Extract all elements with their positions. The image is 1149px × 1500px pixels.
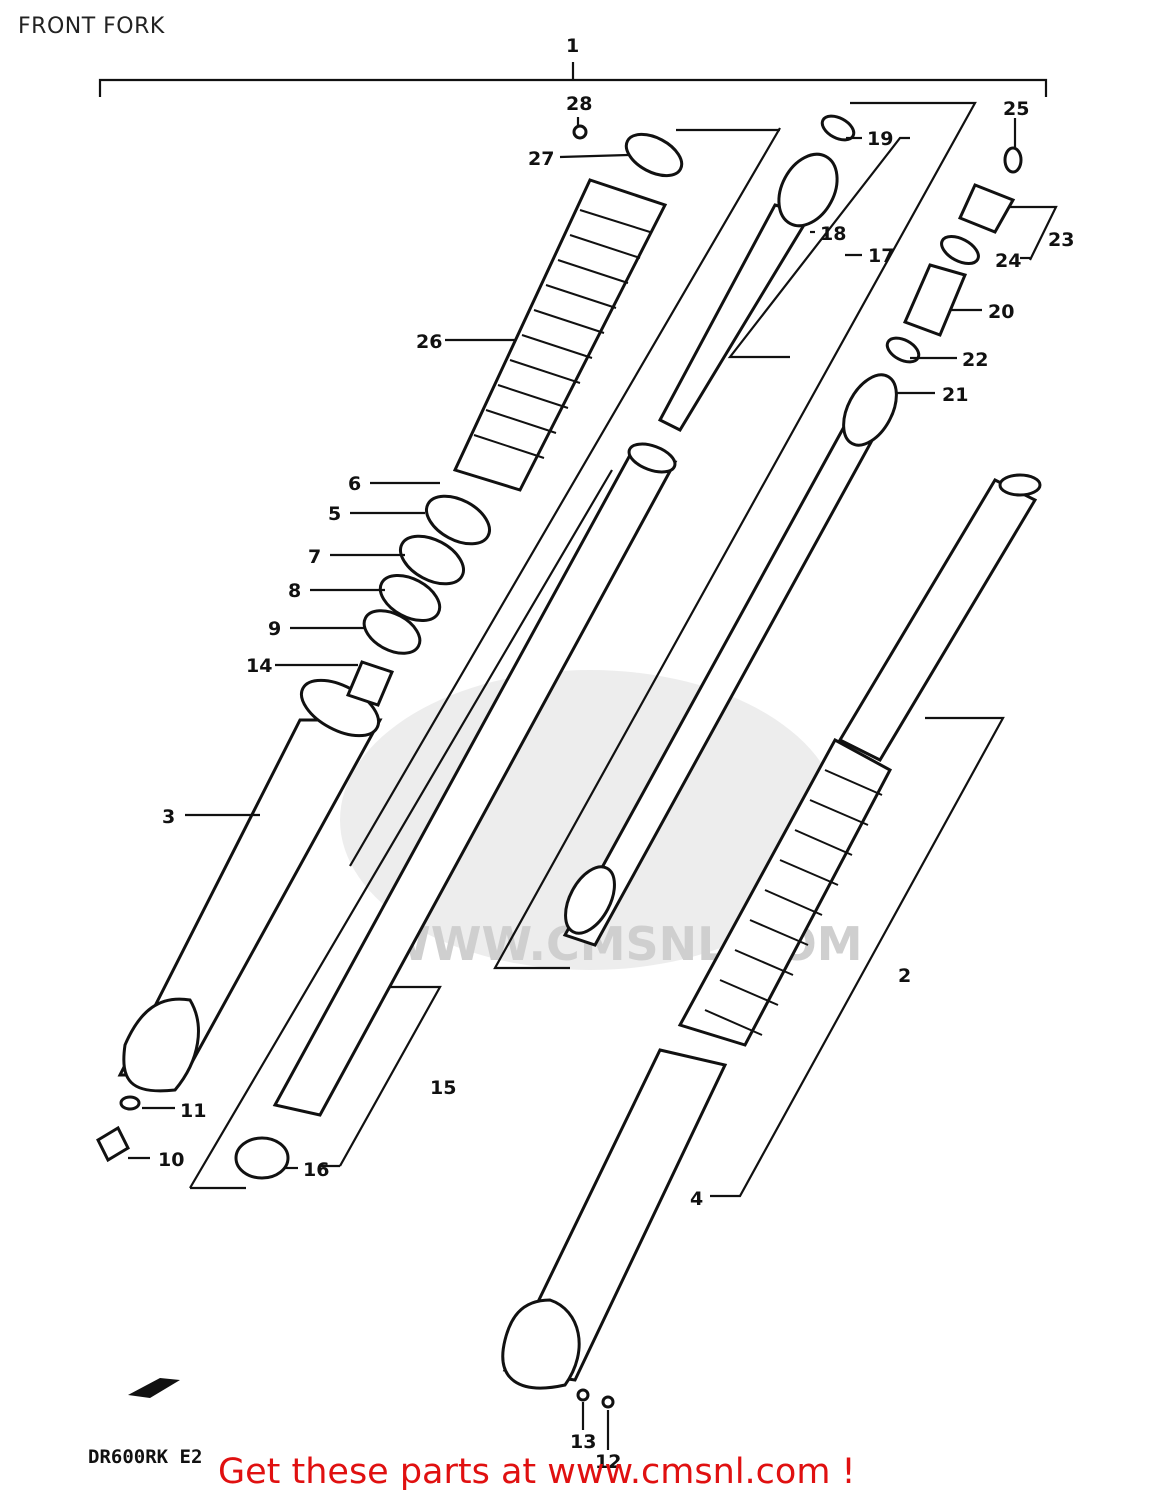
- label-15: 15: [430, 1077, 456, 1099]
- bracket-17: [493, 101, 977, 970]
- label-8: 8: [288, 580, 301, 602]
- footer-promo-text: Get these parts at www.cmsnl.com !: [218, 1452, 856, 1492]
- part-2-inner-tube-right: [837, 473, 1042, 762]
- part-23-cap-assembly: [940, 146, 1023, 266]
- model-code: DR600RK E2: [88, 1446, 203, 1468]
- label-17: 17: [868, 245, 894, 267]
- label-25: 25: [1003, 98, 1029, 120]
- label-26: 26: [416, 331, 442, 353]
- part-19-ring: [820, 114, 856, 142]
- label-2: 2: [898, 965, 911, 987]
- label-3: 3: [162, 806, 175, 828]
- seal-stack: [362, 494, 491, 655]
- part-18-damper-rod: [657, 152, 839, 432]
- part-16-slide-metal: [234, 1136, 290, 1180]
- bracket-23: [1010, 205, 1058, 261]
- label-14: 14: [246, 655, 272, 677]
- label-10: 10: [158, 1149, 184, 1171]
- label-4: 4: [690, 1188, 703, 1210]
- bracket-15-right: [320, 127, 781, 1168]
- part-20-spacer: [902, 263, 968, 337]
- bracket-2: [710, 716, 1005, 1198]
- part-labels: 1 28 27 26 6 5 7 8 9 14 3 11 10 16 15 19…: [158, 35, 1074, 1473]
- bracket-15-left: [189, 128, 780, 1190]
- label-27: 27: [528, 148, 554, 170]
- label-24: 24: [995, 250, 1021, 272]
- part-4-outer-tube-right: [501, 1048, 728, 1390]
- forward-arrow-icon: [128, 1378, 180, 1398]
- bracket-18: [727, 136, 910, 359]
- watermark: WWW.CMSNL.COM: [340, 670, 863, 971]
- label-23: 23: [1048, 229, 1074, 251]
- label-21: 21: [942, 384, 968, 406]
- part-22-washer: [885, 336, 921, 364]
- label-19: 19: [867, 128, 893, 150]
- small-hardware: [96, 124, 615, 1409]
- leader-lines: [128, 117, 1030, 1450]
- label-16: 16: [303, 1159, 329, 1181]
- label-22: 22: [962, 349, 988, 371]
- label-11: 11: [180, 1100, 206, 1122]
- label-18: 18: [820, 223, 846, 245]
- label-6: 6: [348, 473, 361, 495]
- part-26-dust-boot: [452, 178, 668, 492]
- page-title: FRONT FORK: [18, 14, 165, 39]
- part-21-spring: [562, 373, 898, 947]
- label-20: 20: [988, 301, 1014, 323]
- label-5: 5: [328, 503, 341, 525]
- part-27-clamp: [624, 132, 684, 178]
- label-7: 7: [308, 546, 321, 568]
- part-2-dust-boot: [677, 737, 893, 1047]
- part-15-inner-tube: [272, 442, 678, 1117]
- assembly-bracket-1: [98, 62, 1048, 97]
- label-28: 28: [566, 93, 592, 115]
- label-13: 13: [570, 1431, 596, 1453]
- label-9: 9: [268, 618, 281, 640]
- part-14-bushing: [345, 660, 395, 707]
- label-12: 12: [595, 1451, 621, 1473]
- label-1: 1: [566, 35, 579, 57]
